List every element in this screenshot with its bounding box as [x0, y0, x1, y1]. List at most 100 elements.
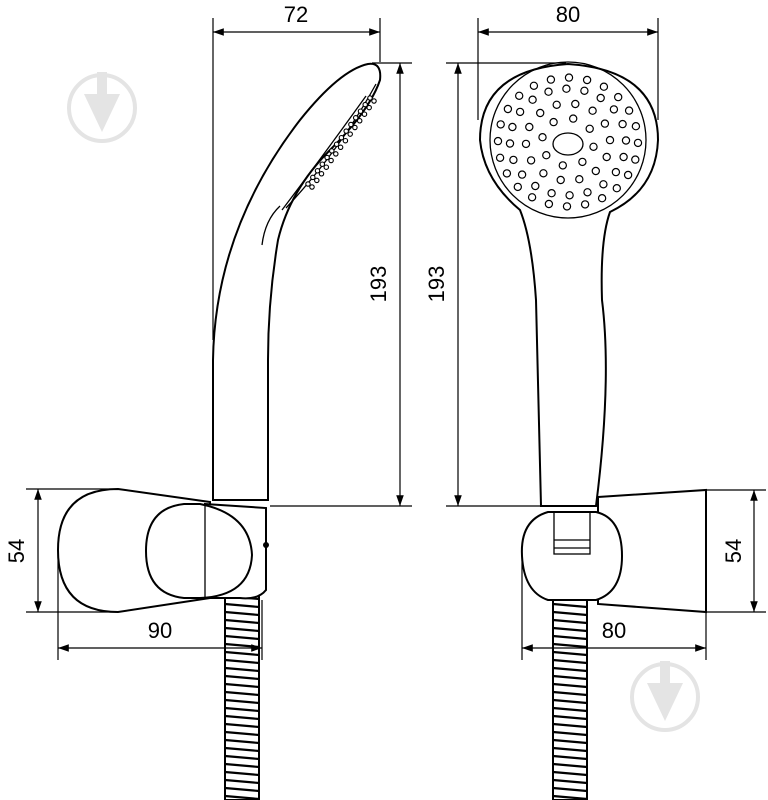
hose-rib: [552, 762, 588, 769]
spray-nozzle: [525, 122, 534, 132]
dim-holder-depth: 90: [148, 618, 172, 643]
spray-nozzle: [314, 168, 321, 174]
hose-rib: [552, 642, 588, 649]
spray-nozzle: [565, 191, 574, 200]
spray-nozzle: [546, 75, 556, 84]
spray-nozzle: [605, 135, 615, 145]
hose-rib: [224, 794, 260, 800]
spray-nozzle: [310, 174, 316, 181]
spray-nozzle: [599, 180, 608, 189]
spray-nozzle: [564, 73, 574, 82]
spray-nozzle: [549, 117, 558, 127]
spray-nozzle: [614, 92, 623, 102]
hose-rib: [224, 786, 260, 793]
spray-nozzle: [585, 124, 594, 134]
spray-nozzle: [348, 121, 354, 128]
hose-rib: [552, 626, 588, 633]
spray-nozzle: [521, 139, 531, 149]
hose-rib: [552, 682, 588, 689]
spray-nozzle: [589, 142, 598, 151]
spray-nozzle: [347, 131, 353, 137]
spray-nozzle: [333, 141, 340, 148]
dim-side-width: 72: [284, 2, 308, 27]
spray-nozzle: [509, 155, 518, 165]
hose-rib: [552, 786, 588, 793]
spray-nozzle: [621, 136, 631, 145]
hose-rib: [224, 746, 260, 753]
spray-nozzle: [571, 99, 580, 109]
spray-nozzle: [611, 167, 621, 177]
spray-nozzle: [493, 136, 503, 146]
dim-holder-height-right: 54: [721, 539, 746, 563]
hose-rib: [224, 706, 260, 713]
hose-rib: [224, 714, 260, 721]
dim-front-height: 193: [424, 266, 449, 303]
hose-rib: [552, 698, 588, 705]
hose-rib: [552, 666, 588, 673]
spray-nozzle: [580, 86, 589, 96]
spray-nozzle: [496, 120, 505, 129]
spray-nozzle: [515, 91, 524, 101]
hose-rib: [552, 634, 588, 641]
spray-nozzle: [633, 138, 643, 148]
hose-rib: [224, 626, 260, 633]
spray-nozzle: [343, 128, 349, 134]
spray-nozzle: [599, 82, 609, 91]
hose-rib: [224, 666, 260, 673]
spray-nozzle: [609, 105, 619, 114]
spray-nozzle: [324, 154, 330, 161]
hose-rib: [224, 690, 260, 697]
spray-nozzle: [337, 144, 344, 151]
spray-nozzle: [556, 175, 565, 185]
spray-nozzle: [562, 202, 572, 211]
spray-nozzle: [539, 169, 548, 178]
spray-nozzle: [624, 106, 634, 115]
spray-nozzle: [531, 181, 540, 191]
hose-rib: [224, 778, 260, 785]
spray-nozzle: [528, 95, 537, 104]
spray-nozzle: [544, 87, 553, 96]
spray-nozzle: [367, 95, 373, 101]
spray-nozzle: [569, 114, 578, 123]
spray-nozzle: [544, 199, 554, 209]
spray-nozzle: [631, 155, 640, 164]
spray-nozzle: [356, 118, 363, 124]
spray-nozzle: [357, 108, 364, 114]
spray-nozzle: [333, 151, 339, 157]
side-view: [56, 62, 382, 800]
spray-nozzle: [623, 170, 633, 180]
spray-nozzle: [596, 93, 605, 103]
hose-rib: [224, 738, 260, 745]
hose-rib: [224, 634, 260, 641]
download-arrow-icon: [630, 661, 700, 732]
spray-nozzle: [362, 101, 368, 108]
hose-rib: [224, 754, 260, 761]
spray-nozzle: [342, 137, 349, 144]
hose-rib: [224, 682, 260, 689]
hose-rib: [224, 642, 260, 649]
spray-nozzle: [352, 124, 358, 131]
hose-rib: [552, 618, 588, 625]
hose-rib: [552, 602, 588, 609]
hose-rib: [552, 778, 588, 785]
spray-nozzle: [319, 161, 326, 167]
spray-nozzle: [366, 104, 372, 111]
spray-nozzle: [575, 174, 584, 184]
hose-rib: [552, 650, 588, 657]
spray-nozzle: [558, 161, 568, 170]
hose-rib: [224, 602, 260, 609]
spray-nozzle: [578, 157, 587, 167]
spray-nozzle: [591, 166, 601, 176]
spray-nozzle: [619, 152, 628, 162]
hose-rib: [224, 658, 260, 665]
spray-nozzle: [631, 121, 641, 131]
spray-nozzle: [618, 119, 627, 129]
spray-nozzle: [536, 108, 545, 118]
hose-rib: [552, 722, 588, 729]
spray-nozzle: [600, 119, 610, 128]
dim-holder-height-left: 54: [4, 539, 29, 563]
hose-rib: [552, 690, 588, 697]
spray-nozzle: [502, 169, 512, 178]
spray-nozzle: [562, 84, 571, 93]
